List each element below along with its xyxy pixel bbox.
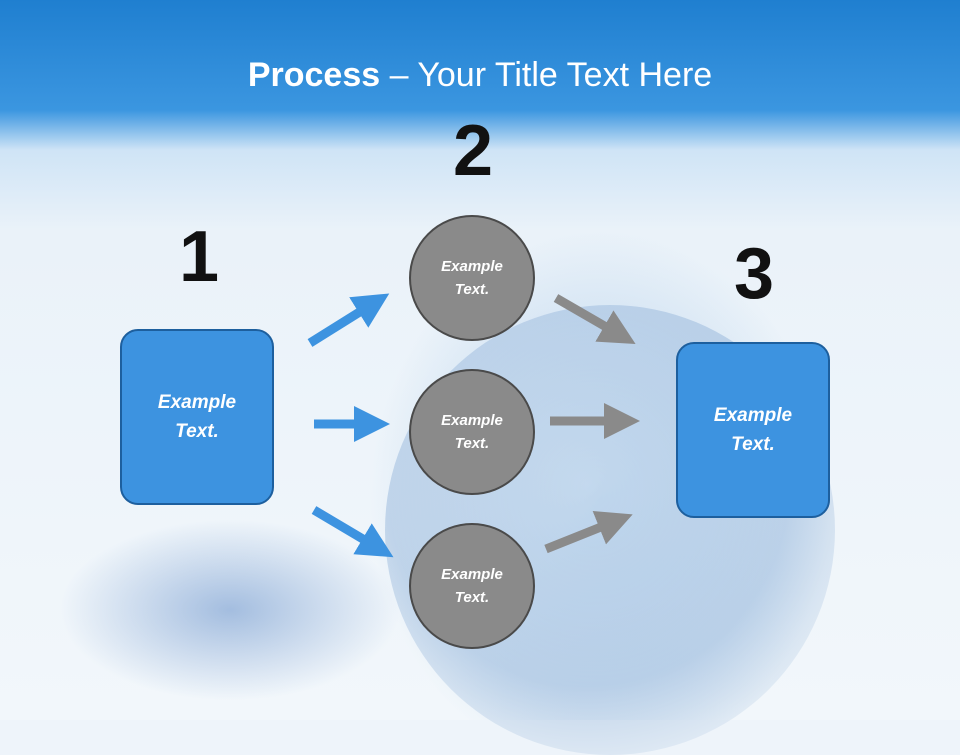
arrow-to-top-circle — [307, 293, 390, 347]
step-2-circle-top: Example Text. — [409, 215, 535, 341]
step-1-box: Example Text. — [120, 329, 274, 505]
arrow-from-bottom-circle — [544, 510, 633, 554]
step-3-number: 3 — [733, 234, 775, 314]
step-1-number: 1 — [178, 217, 220, 297]
arrow-from-top-circle — [553, 294, 636, 345]
step-2-number: 2 — [452, 111, 494, 191]
step-2-circle-bottom: Example Text. — [409, 523, 535, 649]
title-bold: Process — [247, 56, 381, 94]
arrow-to-bottom-circle — [311, 506, 394, 558]
step-2-circle-middle: Example Text. — [409, 369, 535, 495]
step-3-box: Example Text. — [676, 342, 830, 518]
title-rest: – Your Title Text Here — [380, 56, 713, 94]
connector-arrows — [307, 293, 640, 558]
slide-title: Process – Your Title Text Here — [0, 40, 960, 110]
